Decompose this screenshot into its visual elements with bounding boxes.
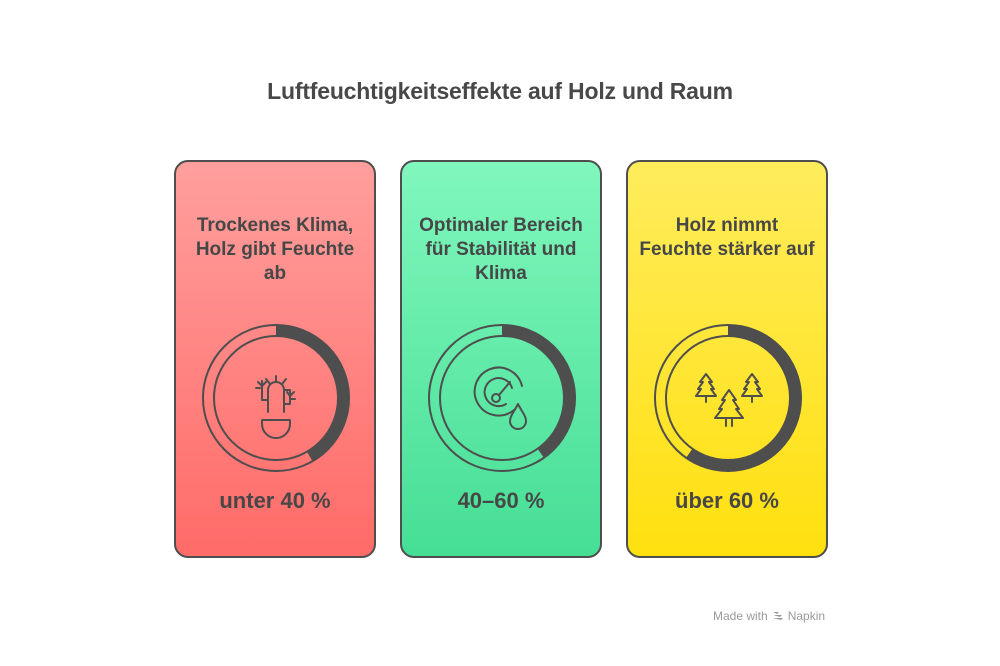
diagram-title: Luftfeuchtigkeitseffekte auf Holz und Ra… — [267, 78, 733, 104]
trees-icon — [695, 373, 763, 427]
made-with-label: Made with — [713, 609, 768, 623]
napkin-credit: Made with Napkin — [713, 609, 825, 623]
card-label: Trockenes Klima, Holz gibt Feuchte ab — [195, 215, 355, 284]
humidity-value: unter 40 % — [219, 488, 331, 513]
card-wood-absorbs: Holz nimmt Feuchte stärker auf über 60 % — [626, 160, 828, 558]
card-label: Holz nimmt Feuchte stärker auf — [639, 215, 815, 260]
card-dry-climate: Trockenes Klima, Holz gibt Feuchte ab un… — [174, 160, 376, 558]
napkin-brand: Napkin — [787, 609, 826, 623]
humidity-value: über 60 % — [675, 488, 779, 513]
napkin-logo-icon — [772, 612, 783, 620]
cactus-icon — [255, 375, 296, 439]
humidity-value: 40–60 % — [457, 488, 545, 513]
card-optimal-range: Optimaler Bereich für Stabilität und Kli… — [400, 160, 602, 558]
progress-ring — [428, 324, 576, 472]
card-label: Optimaler Bereich für Stabilität und Kli… — [419, 215, 583, 284]
progress-ring — [654, 324, 802, 472]
progress-ring — [202, 324, 350, 472]
hygrometer-drop-icon — [473, 366, 527, 430]
